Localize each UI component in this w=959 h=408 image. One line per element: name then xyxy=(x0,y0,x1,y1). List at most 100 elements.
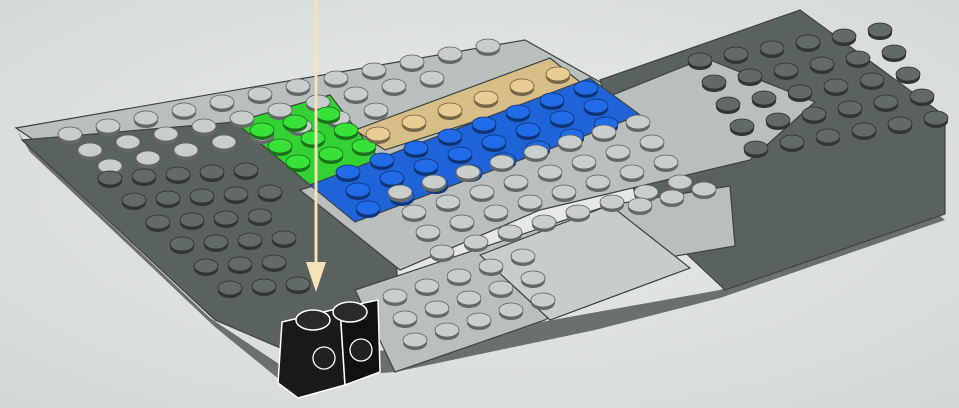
dark-gray-stud xyxy=(882,45,906,59)
dark-gray-stud xyxy=(896,67,920,81)
dark-gray-stud xyxy=(218,281,242,295)
dark-gray-stud xyxy=(724,47,748,61)
light-gray-stud xyxy=(531,293,555,307)
dark-gray-stud xyxy=(702,75,726,89)
green-stud xyxy=(319,147,343,161)
dark-gray-stud xyxy=(888,117,912,131)
light-gray-stud xyxy=(400,55,424,69)
blue-stud xyxy=(404,141,428,155)
dark-gray-stud xyxy=(816,129,840,143)
light-gray-stud xyxy=(362,63,386,77)
tan-stud xyxy=(366,127,390,141)
light-gray-stud xyxy=(425,301,449,315)
green-stud xyxy=(268,139,292,153)
dark-gray-stud xyxy=(766,113,790,127)
dark-gray-stud xyxy=(258,185,282,199)
dark-gray-stud xyxy=(738,69,762,83)
black-brick-side-stud xyxy=(350,339,372,361)
light-gray-stud xyxy=(532,215,556,229)
dark-gray-stud xyxy=(166,167,190,181)
light-gray-stud xyxy=(457,291,481,305)
blue-stud xyxy=(472,117,496,131)
black-brick-top-stud xyxy=(333,302,367,322)
dark-gray-stud xyxy=(846,51,870,65)
tan-stud xyxy=(510,79,534,93)
light-gray-stud xyxy=(518,195,542,209)
light-gray-stud xyxy=(230,111,254,125)
dark-gray-stud xyxy=(838,101,862,115)
light-gray-stud xyxy=(382,79,406,93)
light-gray-stud xyxy=(498,225,522,239)
light-gray-stud xyxy=(174,143,198,157)
blue-stud xyxy=(414,159,438,173)
tan-stud xyxy=(546,67,570,81)
light-gray-stud xyxy=(467,313,491,327)
light-gray-stud xyxy=(96,119,120,133)
light-gray-stud xyxy=(592,125,616,139)
light-gray-stud xyxy=(626,115,650,129)
dark-gray-stud xyxy=(234,163,258,177)
light-gray-stud xyxy=(248,87,272,101)
tan-stud xyxy=(402,115,426,129)
light-gray-stud xyxy=(364,103,388,117)
dark-gray-stud xyxy=(132,169,156,183)
light-gray-stud xyxy=(172,103,196,117)
light-gray-stud xyxy=(393,311,417,325)
light-gray-stud xyxy=(438,47,462,61)
dark-gray-stud xyxy=(286,277,310,291)
light-gray-stud xyxy=(552,185,576,199)
tan-stud xyxy=(438,103,462,117)
dark-gray-stud xyxy=(688,53,712,67)
light-gray-stud xyxy=(136,151,160,165)
blue-stud xyxy=(550,111,574,125)
light-gray-stud xyxy=(447,269,471,283)
dark-gray-stud xyxy=(262,255,286,269)
light-gray-stud xyxy=(470,185,494,199)
light-gray-stud xyxy=(134,111,158,125)
green-stud xyxy=(250,123,274,137)
light-gray-stud xyxy=(634,185,658,199)
dark-gray-stud xyxy=(156,191,180,205)
dark-gray-stud xyxy=(802,107,826,121)
dark-gray-stud xyxy=(238,233,262,247)
light-gray-stud xyxy=(566,205,590,219)
tan-stud xyxy=(474,91,498,105)
dark-gray-stud xyxy=(832,29,856,43)
light-gray-stud xyxy=(344,87,368,101)
blue-stud xyxy=(574,81,598,95)
dark-gray-stud xyxy=(788,85,812,99)
light-gray-stud xyxy=(286,79,310,93)
blue-stud xyxy=(448,147,472,161)
dark-gray-stud xyxy=(796,35,820,49)
light-gray-stud xyxy=(476,39,500,53)
light-gray-stud xyxy=(606,145,630,159)
blue-stud xyxy=(584,99,608,113)
light-gray-stud xyxy=(154,127,178,141)
light-gray-stud xyxy=(383,289,407,303)
blue-stud xyxy=(482,135,506,149)
dark-gray-stud xyxy=(180,213,204,227)
light-gray-stud xyxy=(484,205,508,219)
light-gray-stud xyxy=(464,235,488,249)
light-gray-stud xyxy=(422,175,446,189)
dark-gray-stud xyxy=(744,141,768,155)
dark-gray-stud xyxy=(190,189,214,203)
dark-gray-stud xyxy=(752,91,776,105)
black-brick-top-stud xyxy=(296,310,330,330)
light-gray-stud xyxy=(430,245,454,259)
light-gray-stud xyxy=(210,95,234,109)
dark-gray-stud xyxy=(122,193,146,207)
light-gray-stud xyxy=(692,182,716,196)
dark-gray-stud xyxy=(146,215,170,229)
light-gray-stud xyxy=(600,195,624,209)
dark-gray-stud xyxy=(200,165,224,179)
light-gray-stud xyxy=(479,259,503,273)
dark-gray-stud xyxy=(774,63,798,77)
light-gray-stud xyxy=(388,185,412,199)
light-gray-stud xyxy=(504,175,528,189)
dark-gray-stud xyxy=(910,89,934,103)
dark-gray-stud xyxy=(852,123,876,137)
green-stud xyxy=(283,115,307,129)
